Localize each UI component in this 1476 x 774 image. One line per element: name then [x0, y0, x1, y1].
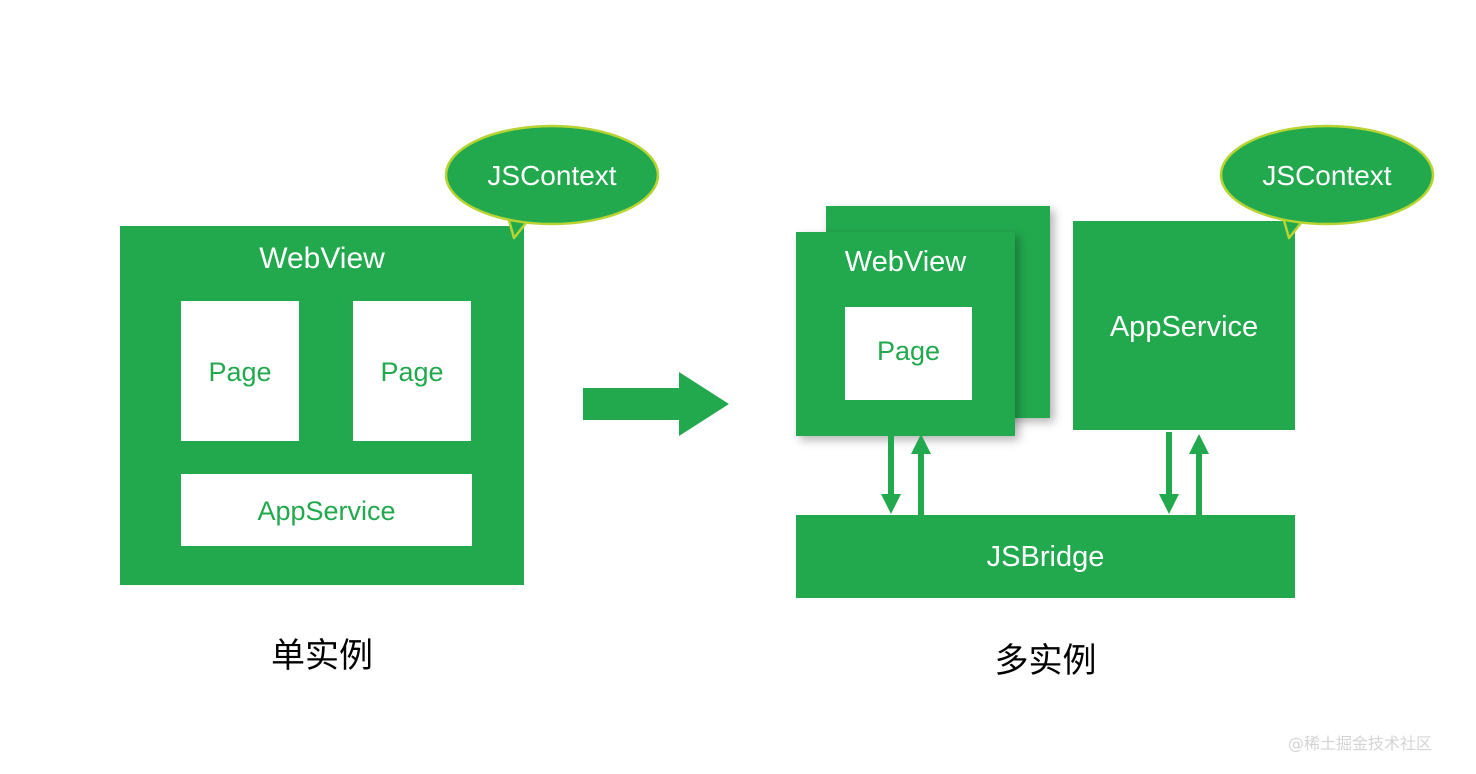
left-page-label-1: Page [208, 357, 272, 387]
appservice-down-arrow [1158, 432, 1180, 516]
left-page-label-2: Page [380, 357, 444, 387]
left-page-box-1 [181, 301, 299, 441]
transition-arrow [583, 370, 733, 440]
right-page-label: Page [876, 336, 941, 366]
left-caption: 单实例 [271, 636, 373, 676]
right-caption: 多实例 [994, 641, 1097, 681]
left-appservice-label: AppService [257, 496, 396, 526]
jsbridge-box [796, 515, 1295, 598]
right-appservice-label: AppService [1109, 311, 1259, 343]
right-jscontext-bubble: JSContext [1219, 122, 1435, 252]
watermark: @稀土掘金技术社区 [1288, 734, 1433, 753]
left-webview-label: WebView [259, 242, 385, 275]
left-jscontext-bubble: JSContext [444, 122, 660, 252]
webview-down-arrow [880, 432, 902, 516]
right-webview-label: WebView [844, 246, 967, 278]
right-page-box [845, 307, 972, 400]
webview-up-arrow [910, 432, 932, 516]
left-appservice-box [181, 474, 472, 546]
right-jscontext-bubble-label: JSContext [1262, 160, 1392, 191]
right-appservice-box [1073, 221, 1295, 430]
jsbridge-label: JSBridge [986, 541, 1105, 573]
appservice-up-arrow [1188, 432, 1210, 516]
left-jscontext-bubble-label: JSContext [487, 160, 617, 191]
left-page-box-2 [353, 301, 471, 441]
